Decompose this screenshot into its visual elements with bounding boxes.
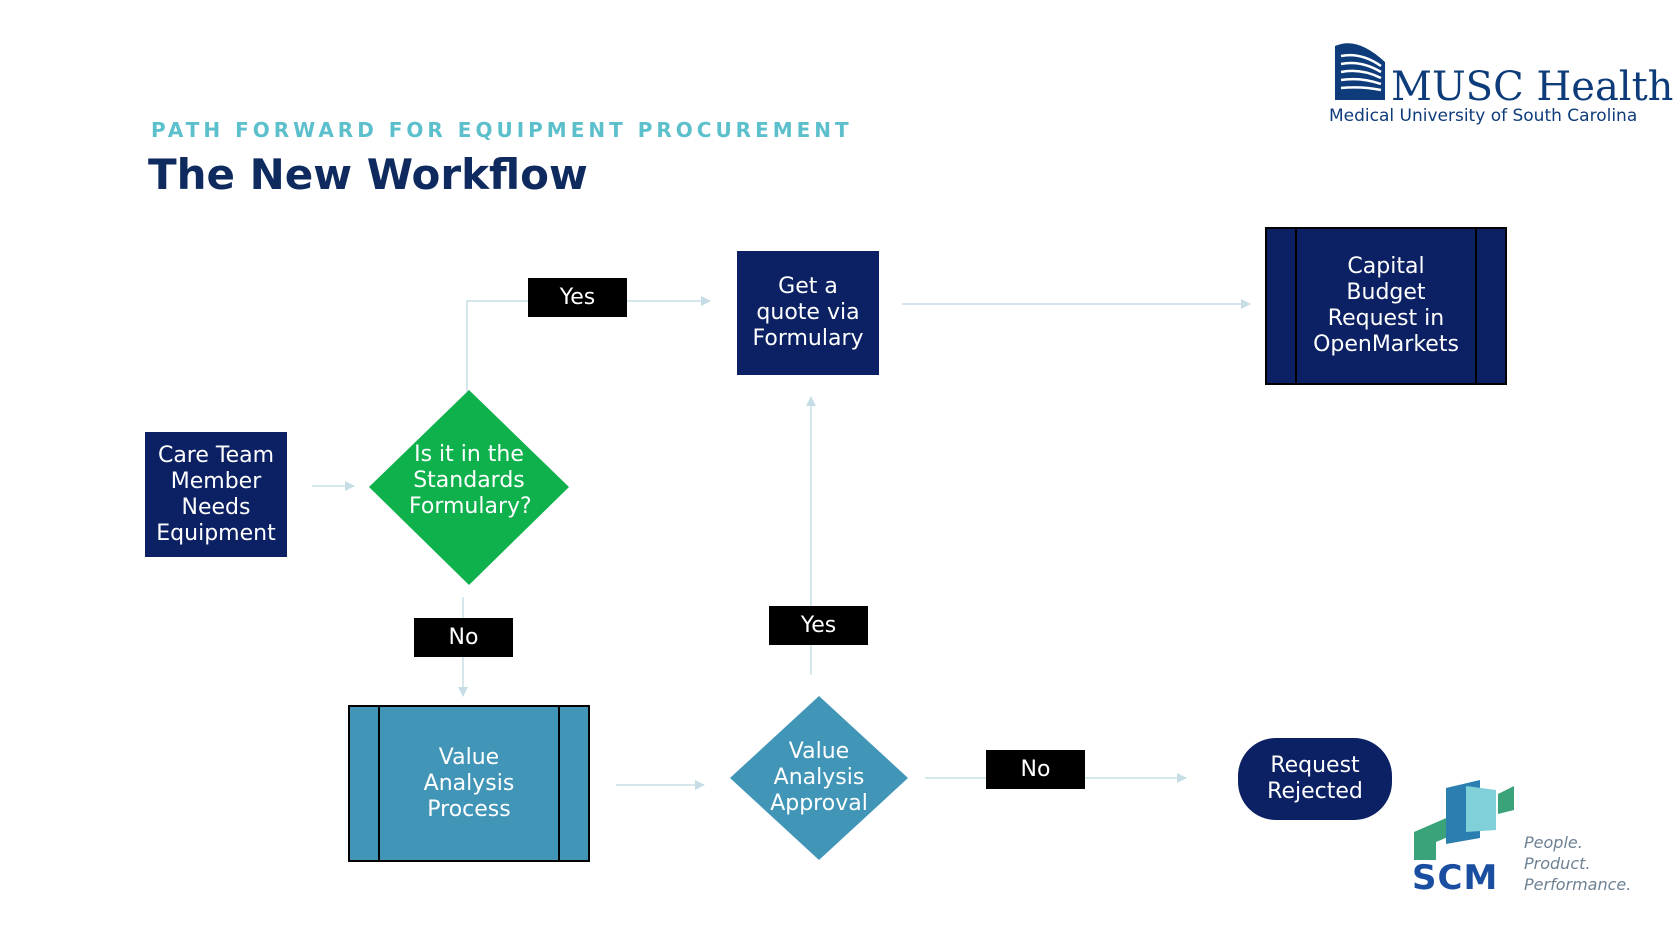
scm-tagline-1: People. (1524, 833, 1583, 852)
scm-logo: SCM People. Product. Performance. (1410, 780, 1660, 900)
logo-tagline: Medical University of South Carolina (1329, 106, 1638, 126)
scm-tagline-2: Product. (1524, 854, 1591, 873)
building-icon (1335, 43, 1385, 100)
scm-tagline-3: Performance. (1524, 875, 1632, 894)
label-no-left: No (414, 618, 513, 657)
musc-health-logo: MUSC Health Medical University of South … (1325, 30, 1673, 130)
scm-emblem-icon (1414, 780, 1514, 860)
decision-diamond-shape (369, 390, 569, 585)
start-node: Care Team Member Needs Equipment (145, 432, 287, 557)
scm-tagline: People. Product. Performance. (1524, 832, 1631, 895)
value-approval-label: Value Analysis Approval (770, 739, 868, 816)
page-title: The New Workflow (148, 150, 588, 199)
decision-formulary: Is it in the Standards Formulary? (369, 390, 569, 585)
decision-formulary-label: Is it in the Standards Formulary? (409, 442, 532, 519)
label-no-bottom: No (986, 750, 1085, 789)
section-subtitle: PATH FORWARD FOR EQUIPMENT PROCUREMENT (151, 118, 853, 142)
decision-value-approval: Value Analysis Approval (730, 696, 908, 860)
scm-name: SCM (1412, 858, 1499, 898)
label-yes-top: Yes (528, 278, 627, 317)
capital-right-bar (1475, 229, 1477, 383)
logo-name: MUSC Health (1391, 64, 1674, 110)
capital-left-bar (1295, 229, 1297, 383)
process-left-bar (378, 707, 380, 860)
capital-budget-node: Capital Budget Request in OpenMarkets (1265, 227, 1507, 385)
quote-node: Get a quote via Formulary (737, 251, 879, 375)
label-yes-mid: Yes (769, 606, 868, 645)
approval-diamond-shape (730, 696, 908, 860)
capital-budget-label: Capital Budget Request in OpenMarkets (1313, 254, 1459, 357)
value-analysis-process-node: Value Analysis Process (348, 705, 590, 862)
process-right-bar (558, 707, 560, 860)
arrow-decision-to-quote (466, 296, 711, 392)
value-analysis-process-label: Value Analysis Process (423, 744, 515, 822)
request-rejected-node: Request Rejected (1238, 738, 1392, 820)
